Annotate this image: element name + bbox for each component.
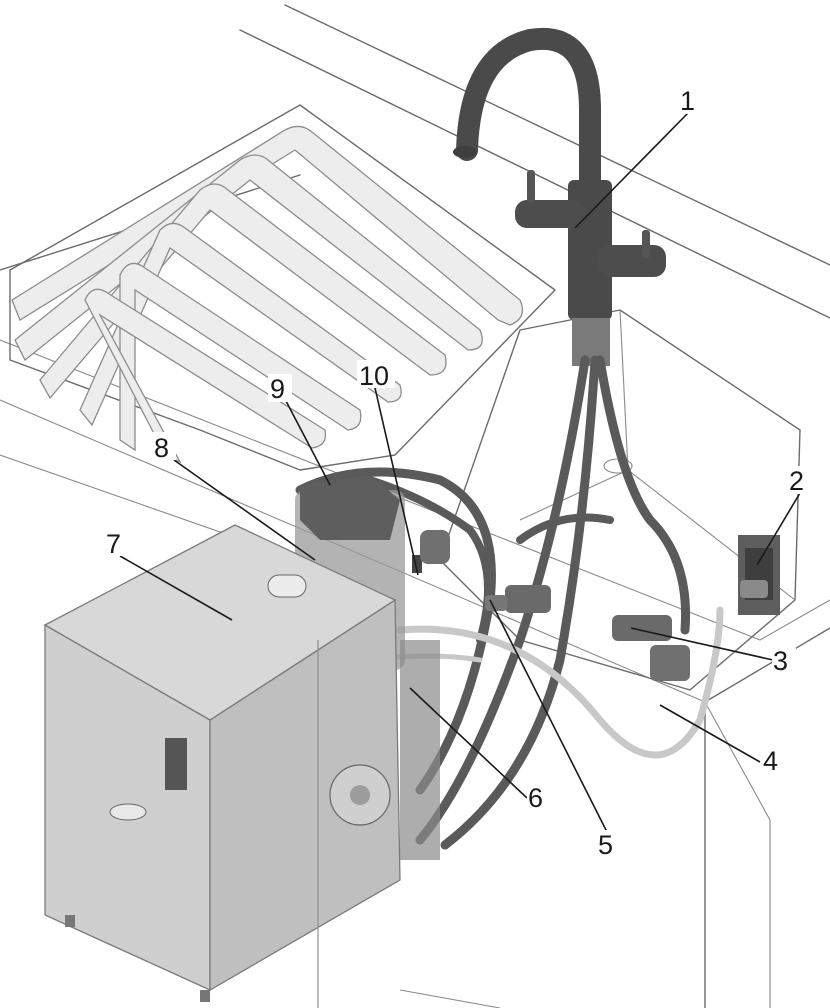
callout-4: 4 bbox=[763, 746, 778, 776]
sink-drainer bbox=[9, 104, 556, 471]
boiling-water-tap bbox=[453, 27, 666, 366]
callout-3: 3 bbox=[773, 646, 788, 676]
leader-3 bbox=[630, 627, 774, 661]
leader-1 bbox=[574, 112, 689, 229]
callout-5: 5 bbox=[598, 830, 613, 860]
power-socket bbox=[738, 535, 780, 615]
boiler-tank bbox=[43, 524, 401, 1008]
callout-labels: 1 2 3 4 5 6 7 8 9 10 bbox=[104, 86, 810, 860]
callout-6: 6 bbox=[528, 783, 543, 813]
leader-10 bbox=[374, 387, 419, 576]
callout-10: 10 bbox=[359, 361, 389, 391]
callout-8: 8 bbox=[154, 433, 169, 463]
valves bbox=[485, 585, 690, 681]
leader-9 bbox=[285, 400, 331, 486]
callout-9: 9 bbox=[270, 374, 285, 404]
leader-2 bbox=[756, 492, 801, 566]
tap-hoses bbox=[295, 355, 724, 850]
leader-4 bbox=[659, 704, 761, 763]
callout-1: 1 bbox=[680, 86, 695, 116]
leader-5 bbox=[489, 599, 608, 833]
leader-lines bbox=[119, 112, 801, 833]
leader-8 bbox=[173, 459, 316, 561]
callout-7: 7 bbox=[106, 529, 121, 559]
leader-7 bbox=[119, 555, 233, 621]
callout-2: 2 bbox=[789, 466, 804, 496]
leader-6 bbox=[409, 687, 528, 799]
